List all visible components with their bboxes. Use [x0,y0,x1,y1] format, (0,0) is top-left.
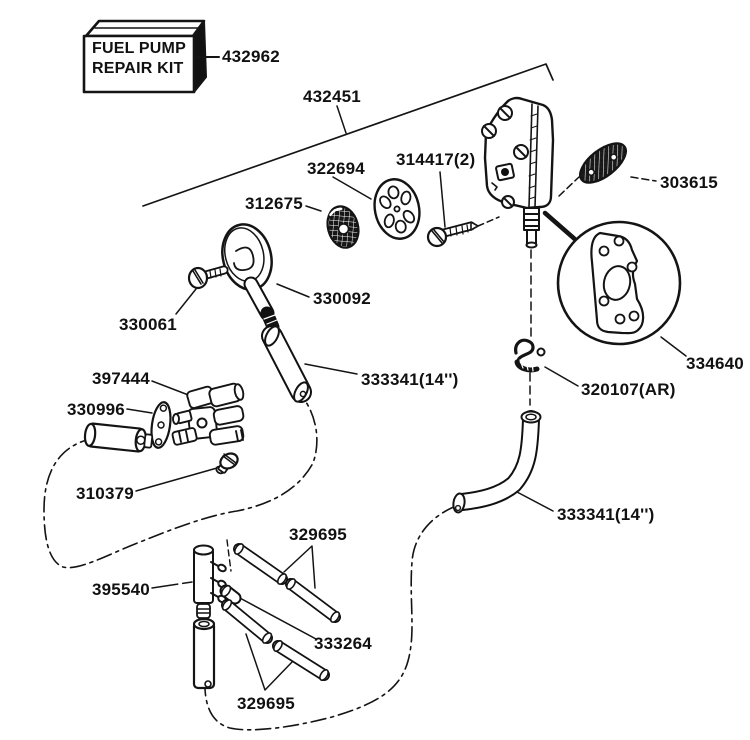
valve-disc-322694 [373,178,421,240]
part-label-322694: 322694 [307,159,365,178]
part-label-329695-top: 329695 [289,525,347,544]
part-label-330996: 330996 [67,400,125,419]
leader-333264 [237,596,317,640]
fuel-filter-cup [192,617,216,690]
fuel-hose-333341-elbow [452,410,542,514]
manifold-align-line [226,539,232,572]
part-label-334640: 334640 [686,354,744,373]
leader-329695-bottom [245,633,294,691]
leader-334640 [660,336,687,357]
leader-320107 [544,366,579,387]
kit-box-text-line1: FUEL PUMP [92,40,186,57]
filter-cylinder-drawing [83,422,154,453]
leader-312675 [305,205,322,212]
part-label-395540: 395540 [92,580,150,599]
pump-outlet-fitting [523,207,540,249]
screw-314417 [426,221,479,248]
part-label-320107: 320107(AR) [581,380,676,399]
part-label-432962: 432962 [222,47,280,66]
pump-screw-heads [481,105,529,209]
part-label-333341-bottom: 333341(14'') [557,505,655,524]
hose-329695-a [233,543,288,585]
hose-329695-c [221,599,273,644]
hose-329695-d [272,640,330,681]
manifold-395540 [193,544,227,619]
part-label-314417: 314417(2) [396,150,476,169]
fuel-hose-333341-straight [261,325,312,403]
kit-box-text-line2: REPAIR KIT [92,60,184,77]
part-label-312675: 312675 [245,194,303,213]
pump-outlet-axis-line [529,249,532,406]
leader-330061 [175,288,197,315]
fuel-pump-body-drawing [481,96,555,249]
part-label-330092: 330092 [313,289,371,308]
fuel-line-routing-left [43,398,318,569]
pump-boss [495,162,515,182]
hose-329695-b [285,578,341,623]
part-label-329695-bottom: 329695 [237,694,295,713]
gasket-303615-drawing [579,142,627,184]
leader-322694 [332,176,372,200]
clip-320107 [514,338,546,373]
leader-432451 [336,105,347,134]
magnifier-gasket-334640 [542,210,682,346]
valve-assembly-397444 [171,382,245,446]
screw-310379 [215,452,239,475]
leader-333341a [304,363,358,375]
filter-screen-312675 [326,205,360,249]
part-label-333264: 333264 [314,634,372,653]
leader-314417 [439,171,446,228]
leader-329695-top [283,545,316,589]
fuel-line-routing-right [204,505,457,731]
part-label-333341-top: 333341(14'') [361,370,459,389]
part-label-310379: 310379 [76,484,134,503]
leader-333341b [516,491,554,512]
kit-boundary-line [142,63,554,207]
part-label-432451: 432451 [303,87,361,106]
leader-395540 [151,581,193,589]
leader-330092 [276,283,310,298]
bracket-330996 [150,401,172,449]
leader-lines [126,105,687,691]
part-label-303615: 303615 [660,173,718,192]
pump-to-gasket-dash [558,176,580,197]
repair-kit-box-drawing [82,19,220,94]
screw-330061 [187,265,229,290]
manifold-lower-fitting [196,603,211,619]
screw-axis-dash [477,216,500,227]
leader-303615 [630,176,657,182]
connector-333264 [219,584,242,605]
leader-397444 [151,380,192,397]
part-label-397444: 397444 [92,369,150,388]
part-label-330061: 330061 [119,315,177,334]
pump-cover-330092 [221,223,280,334]
leader-330996 [126,408,153,414]
leader-310379 [135,467,218,492]
